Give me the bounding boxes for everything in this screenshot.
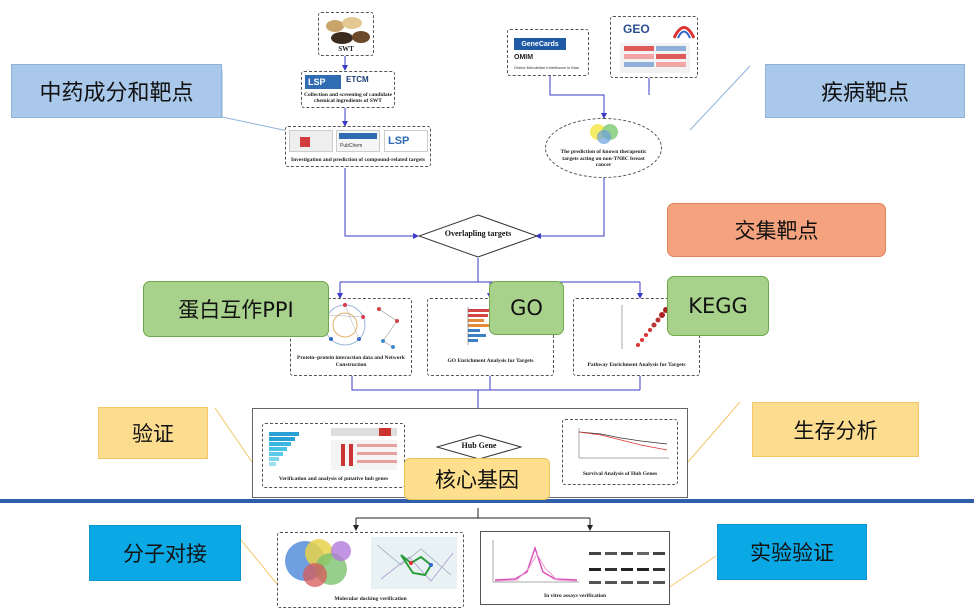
tag-experiment: 实验验证	[717, 524, 867, 580]
etcm-logo: ETCM	[346, 75, 369, 84]
hub-gene-label: Hub Gene	[461, 441, 497, 450]
tag-kegg: KEGG	[667, 276, 769, 336]
verification-box: Verification and analysis of putative hu…	[262, 423, 405, 488]
tag-core-gene: 核心基因	[404, 458, 550, 500]
swt-label: SWT	[338, 45, 354, 53]
known-targets-ellipse: The prediction of known therapeutic targ…	[545, 118, 662, 178]
geo-box: GEO	[610, 16, 698, 78]
invitro-caption: In vitro assays verification	[543, 593, 607, 599]
volcano-plot-icon	[673, 26, 695, 39]
western-blot-image	[589, 552, 665, 584]
omim-subtitle: Online Mendelian Inheritance in Man	[514, 65, 580, 70]
overlapping-label: Overlapling targets	[444, 229, 512, 238]
tag-ppi: 蛋白互作PPI	[143, 281, 329, 337]
herb-image	[326, 17, 370, 44]
venn-diagram-icon	[590, 124, 618, 144]
genecards-omim-box: GeneCards OMIM Online Mendelian Inherita…	[507, 29, 589, 76]
tag-docking: 分子对接	[89, 525, 241, 581]
survival-box: Survival Analysis of Hub Genes	[562, 419, 678, 485]
kegg-caption: Pathway Enrichment Analysis for Targets	[587, 362, 686, 368]
tag-survival: 生存分析	[752, 402, 919, 457]
go-bar-chart-image	[467, 307, 494, 345]
verification-caption: Verification and analysis of putative hu…	[278, 476, 389, 482]
swt-herb-box: SWT	[318, 12, 374, 56]
known-targets-caption: The prediction of known therapeutic targ…	[560, 149, 647, 168]
ppi-caption: Protein–protein interaction data and Net…	[297, 355, 405, 368]
tag-intersection-targets: 交集靶点	[667, 203, 886, 257]
screenshot-thumb	[289, 130, 333, 152]
prediction-box: PubChem LSP Investigation and prediction…	[285, 126, 431, 167]
collection-box: LSP ETCM Collection and screening of can…	[301, 71, 395, 108]
verification-charts-image	[269, 428, 397, 470]
lsp-logo: LSP	[305, 75, 341, 89]
docking-caption: Molecular docking verification	[334, 596, 407, 602]
flow-cytometry-image	[492, 540, 579, 583]
omim-logo: OMIM	[514, 54, 534, 61]
kegg-dot-plot-image	[621, 305, 669, 349]
tag-go: GO	[489, 281, 564, 335]
tag-disease-targets: 疾病靶点	[765, 64, 965, 118]
prediction-caption: Investigation and prediction of compound…	[290, 157, 426, 163]
ppi-box: Protein–protein interaction data and Net…	[290, 298, 412, 376]
invitro-box: In vitro assays verification	[480, 531, 670, 605]
overlapping-diamond	[418, 214, 538, 258]
survival-curve-image	[578, 428, 669, 459]
tag-herb-targets: 中药成分和靶点	[11, 64, 222, 118]
survival-caption: Survival Analysis of Hub Genes	[582, 471, 658, 477]
lsp-logo-2: LSP	[384, 130, 428, 152]
go-caption: GO Enrichment Analysis for Targets	[447, 358, 534, 364]
collection-caption: Collection and screening of candidate ch…	[304, 92, 392, 104]
geo-logo: GEO	[623, 22, 650, 36]
tag-validation: 验证	[98, 407, 208, 459]
genecards-logo: GeneCards	[514, 38, 566, 50]
pubchem-thumb: PubChem	[336, 130, 380, 152]
docking-image	[285, 537, 457, 589]
docking-box: Molecular docking verification	[277, 532, 464, 608]
heatmap-icon	[620, 43, 690, 73]
